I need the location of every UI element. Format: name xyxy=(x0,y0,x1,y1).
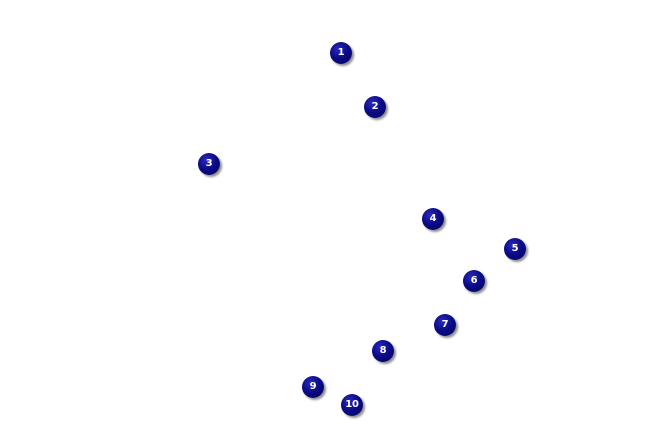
marker-label: 1 xyxy=(337,47,345,58)
marker-8[interactable]: 8 xyxy=(372,340,394,362)
marker-label: 10 xyxy=(345,399,359,410)
marker-label: 8 xyxy=(379,345,387,356)
marker-2[interactable]: 2 xyxy=(364,96,386,118)
marker-10[interactable]: 10 xyxy=(341,394,363,416)
marker-label: 5 xyxy=(511,243,519,254)
marker-4[interactable]: 4 xyxy=(422,208,444,230)
marker-9[interactable]: 9 xyxy=(302,376,324,398)
marker-label: 9 xyxy=(309,381,317,392)
marker-label: 6 xyxy=(470,275,478,286)
marker-label: 3 xyxy=(205,158,213,169)
marker-3[interactable]: 3 xyxy=(198,153,220,175)
marker-label: 4 xyxy=(429,213,437,224)
marker-1[interactable]: 1 xyxy=(330,42,352,64)
marker-7[interactable]: 7 xyxy=(434,314,456,336)
marker-label: 7 xyxy=(441,319,449,330)
marker-5[interactable]: 5 xyxy=(504,238,526,260)
marker-6[interactable]: 6 xyxy=(463,270,485,292)
marker-label: 2 xyxy=(371,101,379,112)
